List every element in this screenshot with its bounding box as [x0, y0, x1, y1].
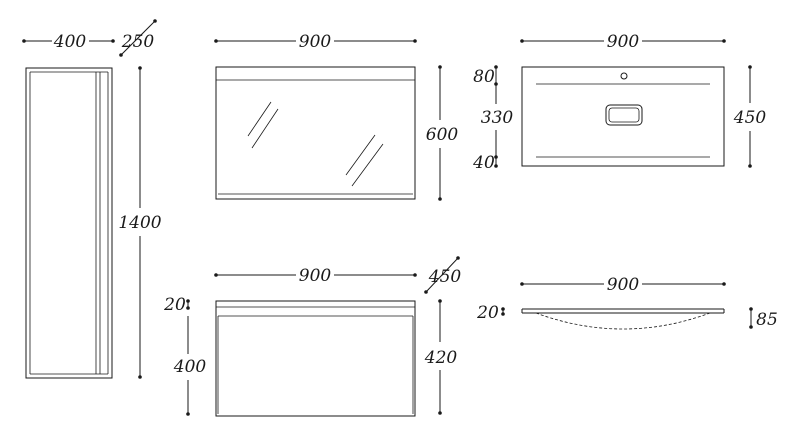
vanity-depth-dimension: 450 [424, 256, 461, 294]
cabinet-width-dimension: 400 [22, 32, 115, 52]
basin-top-section-dimensions: 80 330 40 [472, 65, 513, 173]
basin-front-margin-label: 40 [472, 153, 495, 173]
cabinet-width-label: 400 [53, 32, 87, 52]
cabinet-height-label: 1400 [118, 213, 161, 233]
basin-edge-thickness-dimension: 20 [476, 303, 505, 323]
mirror-width-dimension: 900 [214, 32, 417, 52]
basin-side-width-dimension: 900 [520, 275, 726, 295]
basin-top-width-dimension: 900 [520, 32, 726, 52]
mirror: 900 600 [214, 32, 458, 201]
basin-top-depth-dimension: 450 [733, 65, 767, 168]
mirror-width-label: 900 [299, 32, 332, 52]
basin-edge-thickness-label: 20 [476, 303, 499, 323]
basin-side-view: 900 20 85 [476, 275, 778, 330]
basin-middle-label: 330 [481, 108, 514, 128]
vanity-width-label: 900 [299, 266, 332, 286]
vanity-total-height-dimension: 420 [424, 299, 458, 415]
basin-back-margin-label: 80 [473, 67, 495, 87]
vanity-outline [215, 300, 416, 417]
vanity-front-height-label: 400 [173, 357, 207, 377]
basin-side-width-label: 900 [607, 275, 640, 295]
cabinet-outline [25, 67, 113, 379]
cabinet-depth-dimension: 250 [119, 19, 157, 57]
cabinet-depth-label: 250 [121, 32, 155, 52]
vanity-front-height-dimension: 400 [173, 316, 207, 416]
mirror-outline [215, 66, 416, 200]
basin-side-outline [521, 308, 725, 330]
vanity-total-height-label: 420 [424, 348, 458, 368]
vanity-top-thickness-dimension: 20 [163, 295, 190, 315]
basin-top-width-label: 900 [607, 32, 640, 52]
tall-cabinet: 400 250 1400 [22, 19, 162, 379]
vanity-depth-label: 450 [428, 267, 462, 287]
vanity-top-thickness-label: 20 [163, 295, 186, 315]
mirror-height-dimension: 600 [426, 65, 459, 201]
basin-top-view: 900 450 80 330 40 [472, 32, 766, 173]
basin-bowl-depth-dimension: 85 [749, 307, 778, 330]
vanity-width-dimension: 900 [214, 266, 417, 286]
vanity-unit: 900 450 20 400 420 [163, 256, 461, 417]
basin-top-outline [521, 66, 725, 167]
basin-bowl-depth-label: 85 [756, 310, 778, 330]
mirror-height-label: 600 [426, 125, 459, 145]
cabinet-height-dimension: 1400 [118, 66, 162, 379]
basin-top-depth-label: 450 [733, 108, 767, 128]
